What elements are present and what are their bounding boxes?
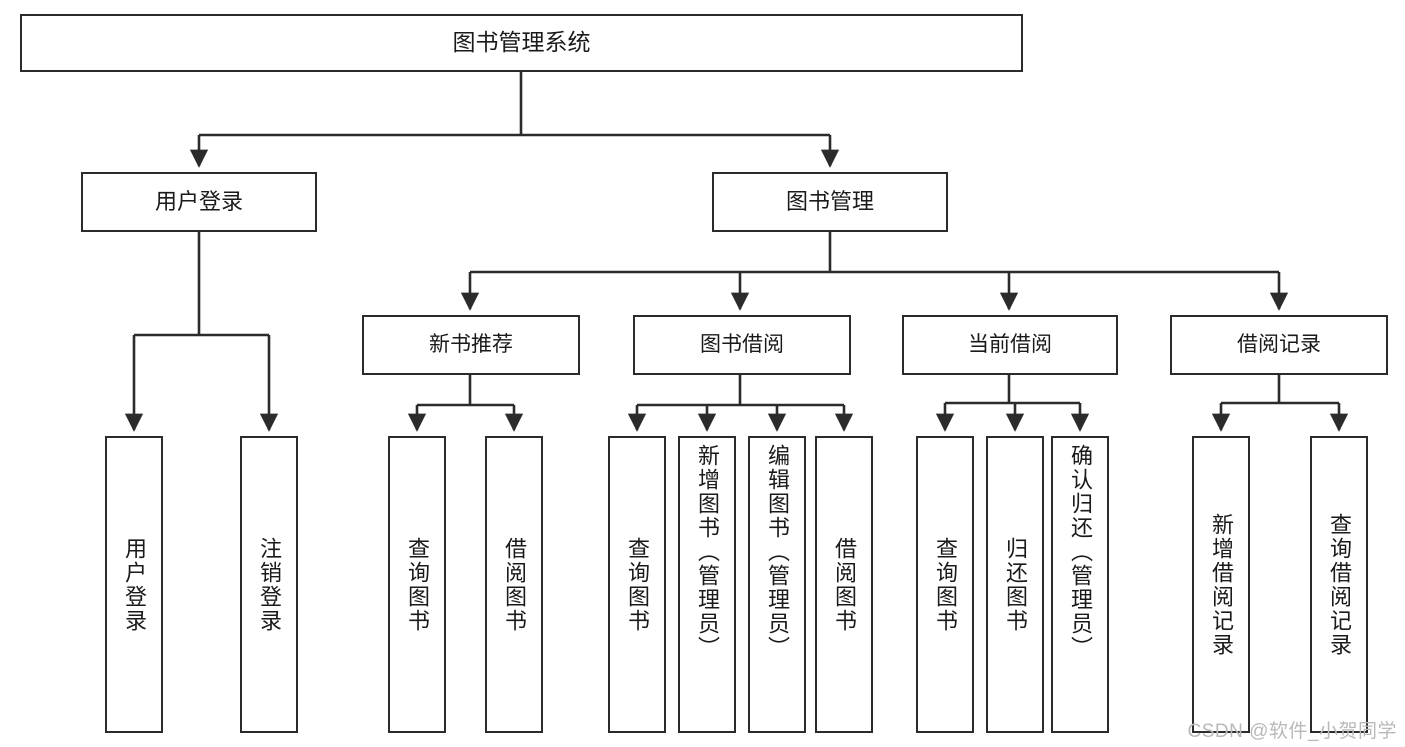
node-book-manage[interactable]: 图书管理 [712, 172, 948, 232]
node-leaf-borrow-book-1[interactable]: 借阅图书 [485, 436, 543, 733]
node-leaf-query-borrow-record[interactable]: 查询借阅记录 [1310, 436, 1368, 733]
node-new-book-recommend[interactable]: 新书推荐 [362, 315, 580, 375]
node-leaf-return-book[interactable]: 归还图书 [986, 436, 1044, 733]
node-leaf-user-login-label: 用户登录 [122, 536, 147, 633]
node-leaf-query-book-2-label: 查询图书 [625, 536, 650, 633]
node-leaf-user-login[interactable]: 用户登录 [105, 436, 163, 733]
node-leaf-add-borrow-record-label: 新增借阅记录 [1209, 512, 1234, 657]
node-leaf-confirm-return-admin-label: 确认归还（管理员） [1068, 444, 1093, 660]
node-leaf-edit-book-admin[interactable]: 编辑图书（管理员） [748, 436, 806, 733]
node-leaf-query-book-2[interactable]: 查询图书 [608, 436, 666, 733]
node-leaf-borrow-book-1-label: 借阅图书 [502, 536, 527, 633]
node-leaf-edit-book-admin-label: 编辑图书（管理员） [765, 444, 790, 660]
node-leaf-add-book-admin[interactable]: 新增图书（管理员） [678, 436, 736, 733]
node-borrow-record-label: 借阅记录 [1237, 333, 1321, 357]
node-user-login[interactable]: 用户登录 [81, 172, 317, 232]
node-leaf-logout-login-label: 注销登录 [257, 536, 282, 633]
node-book-manage-label: 图书管理 [785, 188, 874, 214]
node-leaf-query-book-3-label: 查询图书 [933, 536, 958, 633]
node-leaf-query-book-1[interactable]: 查询图书 [388, 436, 446, 733]
node-leaf-logout-login[interactable]: 注销登录 [240, 436, 298, 733]
node-leaf-query-borrow-record-label: 查询借阅记录 [1327, 512, 1352, 657]
node-leaf-add-book-admin-label: 新增图书（管理员） [695, 444, 720, 660]
csdn-watermark: CSDN @软件_小贺同学 [1187, 721, 1397, 742]
node-book-borrow[interactable]: 图书借阅 [633, 315, 851, 375]
node-leaf-query-book-3[interactable]: 查询图书 [916, 436, 974, 733]
node-leaf-confirm-return-admin[interactable]: 确认归还（管理员） [1051, 436, 1109, 733]
node-leaf-query-book-1-label: 查询图书 [405, 536, 430, 633]
node-root[interactable]: 图书管理系统 [20, 14, 1023, 72]
node-leaf-borrow-book-2[interactable]: 借阅图书 [815, 436, 873, 733]
node-book-borrow-label: 图书借阅 [700, 333, 784, 357]
node-root-label: 图书管理系统 [452, 29, 591, 56]
node-current-borrow-label: 当前借阅 [968, 333, 1052, 357]
node-user-login-label: 用户登录 [154, 188, 243, 214]
node-current-borrow[interactable]: 当前借阅 [902, 315, 1118, 375]
node-leaf-add-borrow-record[interactable]: 新增借阅记录 [1192, 436, 1250, 733]
node-borrow-record[interactable]: 借阅记录 [1170, 315, 1388, 375]
node-leaf-borrow-book-2-label: 借阅图书 [832, 536, 857, 633]
node-new-book-recommend-label: 新书推荐 [429, 333, 513, 357]
node-leaf-return-book-label: 归还图书 [1003, 536, 1028, 633]
